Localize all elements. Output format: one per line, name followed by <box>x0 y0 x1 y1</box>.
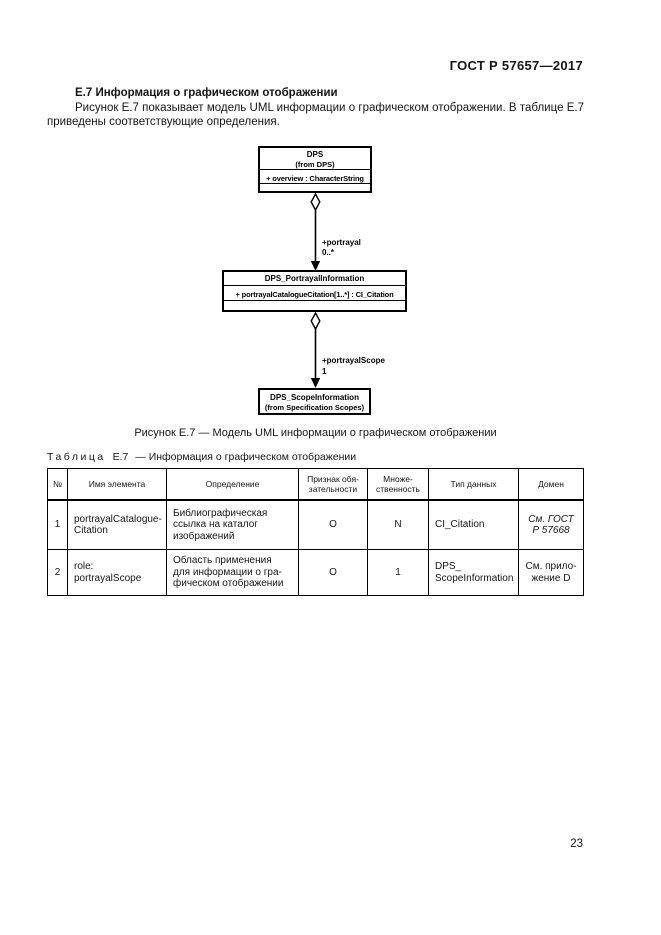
column-header: № <box>47 468 68 501</box>
class-empty-compartment <box>260 183 370 191</box>
column-header: Домен <box>518 468 584 501</box>
class-attribute: + portrayalCatalogueCitation[1..*] : CI_… <box>235 290 394 299</box>
table-title-text: — Информация о графическом отображении <box>135 451 357 463</box>
table-title-word: Таблица <box>47 451 106 463</box>
table-cell: 1 <box>367 549 429 596</box>
class-name: DPS_PortrayalInformation <box>264 274 365 283</box>
table-cell: 2 <box>47 549 68 596</box>
class-name: DPS <box>306 150 324 159</box>
class-attribute-compartment: + portrayalCatalogueCitation[1..*] : CI_… <box>224 285 405 300</box>
class-empty-compartment <box>224 300 405 310</box>
column-header: Множе- ственность <box>367 468 429 501</box>
figure-caption: Рисунок Е.7 — Модель UML информации о гр… <box>134 427 497 439</box>
association-role-label: +portrayalScope <box>322 356 385 365</box>
table-cell: CI_Citation <box>428 499 519 550</box>
class-package: (from Specification Scopes) <box>264 402 365 412</box>
column-header: Имя элемента <box>67 468 167 501</box>
multiplicity-label: 0..* <box>322 248 335 257</box>
table-cell: См. прило- жение D <box>518 549 584 596</box>
page-number: 23 <box>570 838 583 850</box>
column-header: Тип данных <box>428 468 519 501</box>
association-role-label: +portrayal <box>322 238 361 247</box>
table-title-number: Е.7 <box>112 451 129 463</box>
table-cell: 1 <box>47 499 68 550</box>
aggregation-connector-portrayal <box>310 193 321 271</box>
aggregation-connector-portrayal-scope <box>310 312 321 388</box>
uml-class-dps: DPS (from DPS) + overview : CharacterStr… <box>258 146 372 193</box>
class-name: DPS_ScopeInformation <box>270 393 359 402</box>
class-package: (from DPS) <box>295 159 335 169</box>
table-cell: О <box>298 549 368 596</box>
table-cell: N <box>367 499 429 550</box>
class-title-compartment: DPS_PortrayalInformation <box>224 272 405 285</box>
arrowhead-icon <box>310 378 321 388</box>
table-cell: Область применения для информации о гра-… <box>166 549 299 596</box>
table-cell: Библиографическая ссылка на каталог изоб… <box>166 499 299 550</box>
class-attribute: + overview : CharacterString <box>266 174 364 183</box>
table-cell: См. ГОСТ Р 57668 <box>518 499 584 550</box>
class-title-compartment: DPS (from DPS) <box>260 148 370 169</box>
aggregation-diamond-icon <box>310 312 321 331</box>
multiplicity-label: 1 <box>322 367 327 376</box>
column-header: Определение <box>166 468 299 501</box>
table-cell: DPS_ ScopeInformation <box>428 549 519 596</box>
aggregation-diamond-icon <box>310 193 321 212</box>
class-attribute-compartment: + overview : CharacterString <box>260 169 370 183</box>
table-title: Таблица Е.7 — Информация о графическом о… <box>47 451 356 463</box>
table-cell: role: portrayalScope <box>67 549 167 596</box>
arrowhead-icon <box>310 261 321 271</box>
uml-class-portrayal-information: DPS_PortrayalInformation + portrayalCata… <box>222 270 407 312</box>
intro-paragraph: Рисунок Е.7 показывает модель UML информ… <box>47 102 584 128</box>
uml-class-scope-information: DPS_ScopeInformation (from Specification… <box>258 388 371 415</box>
section-heading: Е.7 Информация о графическом отображении <box>75 87 338 99</box>
table-cell: portrayalCatalogue- Citation <box>67 499 167 550</box>
document-header: ГОСТ Р 57657—2017 <box>449 58 583 73</box>
table-cell: О <box>298 499 368 550</box>
column-header: Признак обя- зательности <box>298 468 368 501</box>
